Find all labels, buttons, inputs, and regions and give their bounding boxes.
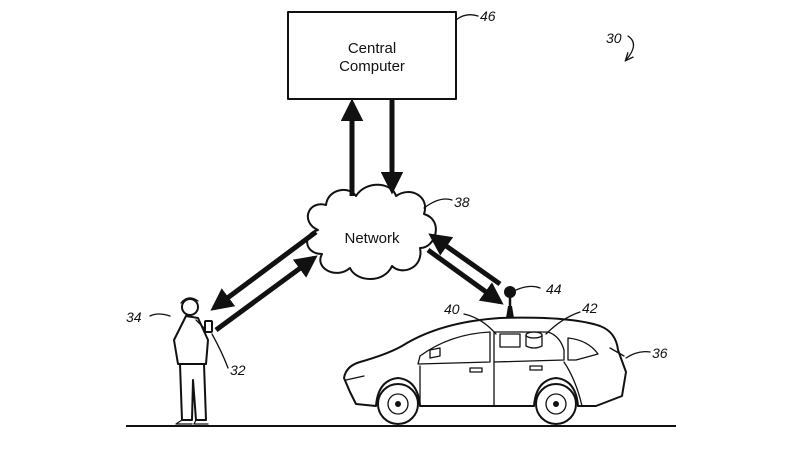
central-computer-label-line1: Central: [348, 40, 396, 57]
ref-44: 44: [546, 281, 562, 297]
leader-line-46: [456, 15, 478, 20]
ref-46: 46: [480, 8, 496, 24]
network-label: Network: [344, 230, 400, 247]
antenna: [504, 286, 516, 318]
network-cloud: Network: [307, 185, 436, 279]
leader-line-34: [150, 314, 170, 316]
central-computer-label-line2: Computer: [339, 58, 405, 75]
ref-32: 32: [230, 362, 246, 378]
ref-42: 42: [582, 300, 598, 316]
leader-line-32: [212, 334, 228, 368]
phone-device: [205, 321, 212, 332]
vehicle: [344, 318, 626, 424]
ref-38: 38: [454, 194, 470, 210]
figure-number: 30: [606, 30, 622, 46]
person-figure: [174, 298, 212, 424]
ref-40: 40: [444, 301, 460, 317]
leader-line-38: [424, 199, 452, 208]
leader-line-44: [516, 286, 540, 290]
leader-line-36: [626, 352, 650, 358]
ref-34: 34: [126, 309, 142, 325]
ref-36: 36: [652, 345, 668, 361]
central-computer-box: Central Computer: [288, 12, 456, 99]
figure-pointer-arrow: [626, 36, 634, 60]
